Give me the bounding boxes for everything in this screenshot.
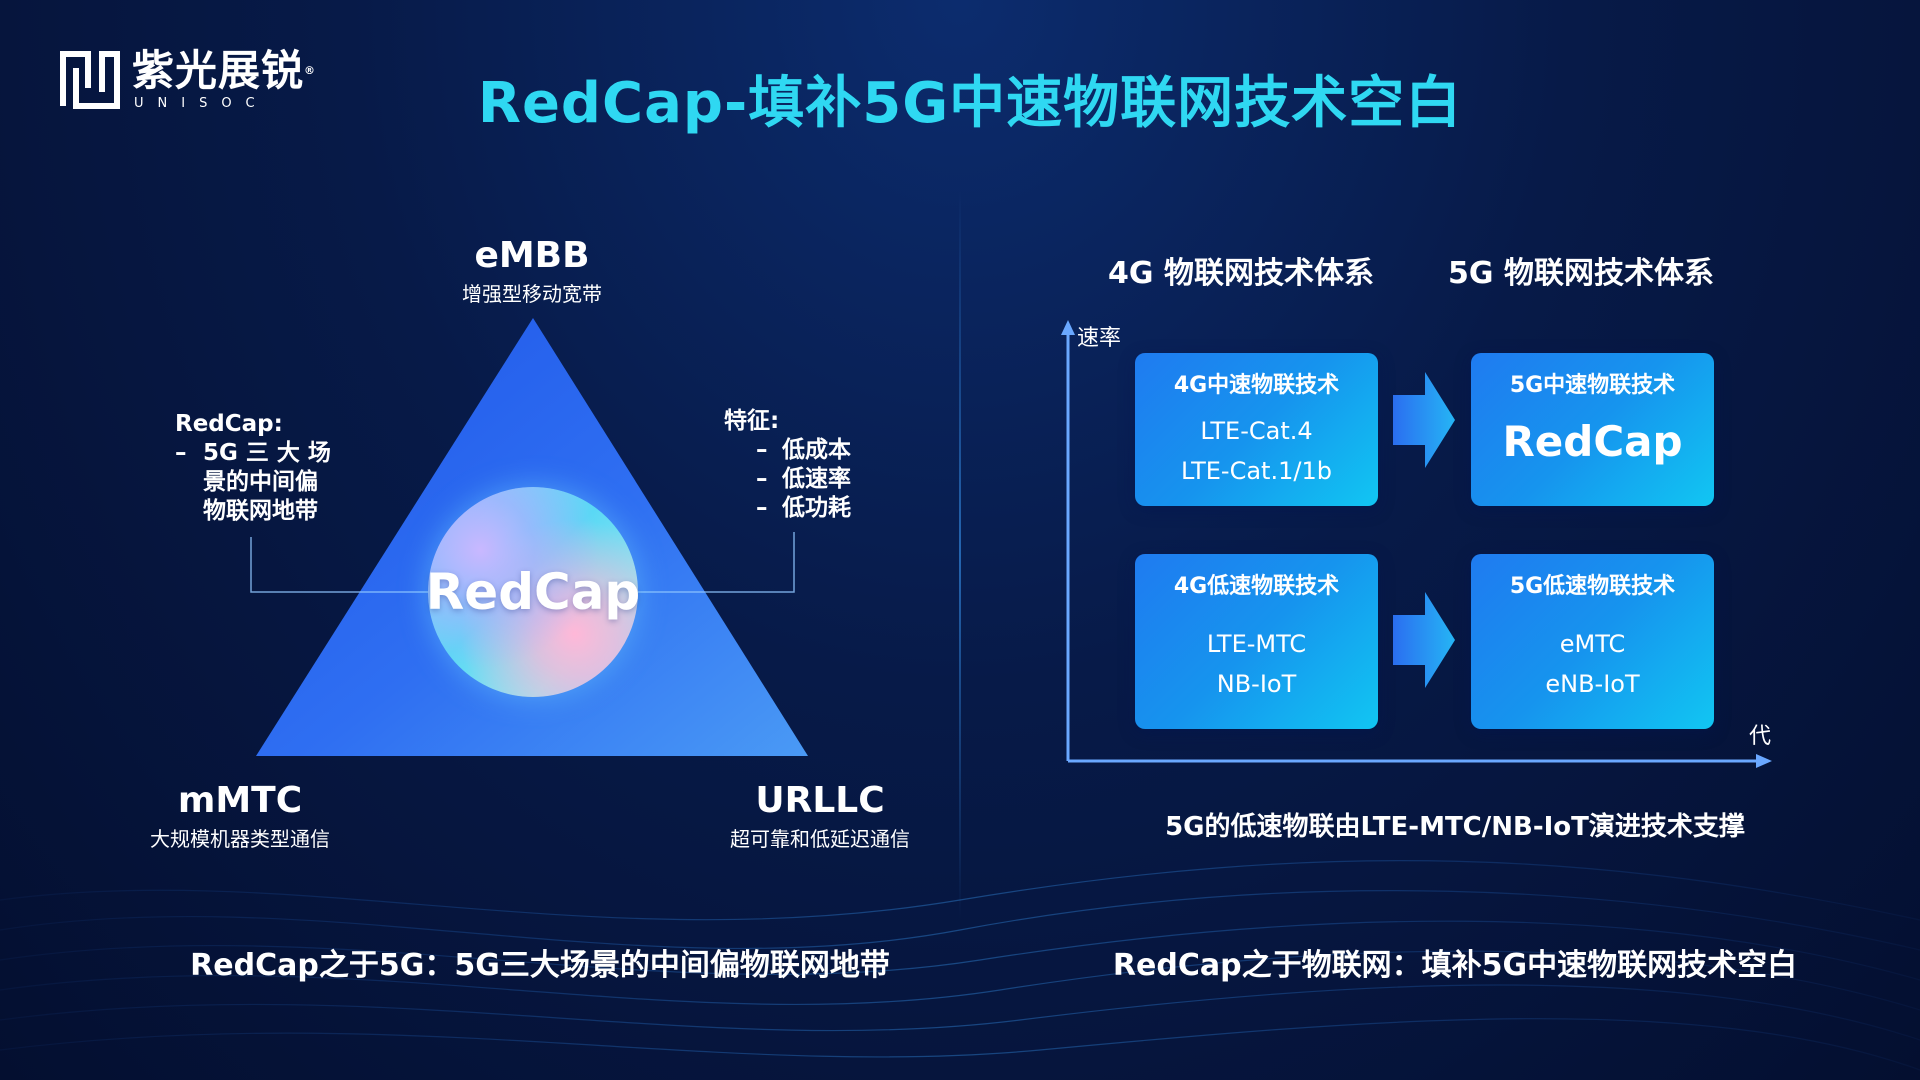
- box-5g-mid-speed: 5G中速物联技术 RedCap: [1471, 353, 1714, 506]
- redcap-note-line: 物联网地带: [203, 498, 318, 524]
- box-line: eMTC: [1559, 630, 1626, 658]
- mmtc-title: mMTC: [177, 780, 303, 821]
- box-line: NB-IoT: [1216, 670, 1297, 698]
- support-note: 5G的低速物联由LTE-MTC/NB-IoT演进技术支撑: [1165, 812, 1745, 842]
- redcap-circle-label: RedCap: [425, 563, 641, 621]
- system-4g-label: 4G 物联网技术体系: [1108, 256, 1374, 291]
- company-logo: 紫光展锐® UNISOC: [58, 48, 316, 112]
- redcap-note-heading: RedCap:: [175, 411, 283, 437]
- box-title: 4G低速物联技术: [1173, 574, 1340, 599]
- system-5g-label: 5G 物联网技术体系: [1448, 256, 1714, 291]
- feature-note-connector: [636, 532, 795, 593]
- mmtc-subtitle: 大规模机器类型通信: [150, 827, 330, 851]
- feature-item: – 低成本: [756, 437, 851, 463]
- box-title: 5G中速物联技术: [1509, 373, 1676, 398]
- logo-chinese-name: 紫光展锐: [132, 46, 305, 95]
- box-line: LTE-Cat.4: [1200, 417, 1313, 445]
- box-title: 5G低速物联技术: [1509, 574, 1676, 599]
- y-axis-arrowhead-icon: [1061, 320, 1075, 335]
- feature-note: 特征: – 低成本 – 低速率 – 低功耗: [724, 407, 851, 523]
- vertex-mmtc: mMTC 大规模机器类型通信: [120, 780, 360, 852]
- registered-mark: ®: [304, 64, 317, 77]
- feature-note-heading: 特征:: [724, 408, 780, 434]
- redcap-circle: RedCap: [425, 487, 641, 697]
- axis-y-label: 速率: [1077, 326, 1122, 351]
- redcap-note-line: – 5G 三 大 场: [175, 440, 331, 466]
- center-divider: [959, 190, 961, 920]
- box-title: 4G中速物联技术: [1173, 373, 1340, 398]
- evolution-arrow-mid-icon: [1393, 372, 1455, 468]
- dash-bullet: –: [756, 437, 768, 463]
- axis-x-label: 代: [1749, 724, 1772, 749]
- feature-item: – 低速率: [756, 466, 851, 492]
- vertex-embb: eMBB 增强型移动宽带: [432, 235, 632, 307]
- redcap-note: RedCap: – 5G 三 大 场 景的中间偏 物联网地带: [175, 410, 333, 526]
- feature-item: – 低功耗: [756, 495, 851, 521]
- dash-bullet: –: [756, 495, 768, 521]
- box-line: LTE-MTC: [1206, 630, 1307, 658]
- caption-left: RedCap之于5G：5G三大场景的中间偏物联网地带: [190, 948, 890, 983]
- box-redcap-label: RedCap: [1502, 417, 1683, 466]
- unisoc-logo-icon: [60, 51, 120, 109]
- caption-right: RedCap之于物联网：填补5G中速物联网技术空白: [1112, 948, 1798, 983]
- x-axis-arrowhead-icon: [1756, 754, 1772, 768]
- page-title: RedCap-填补5G中速物联网技术空白: [477, 71, 1463, 136]
- dash-bullet: –: [175, 440, 187, 466]
- dash-bullet: –: [756, 466, 768, 492]
- urllc-subtitle: 超可靠和低延迟通信: [730, 827, 910, 851]
- urllc-title: URLLC: [755, 780, 885, 821]
- redcap-note-connector: [250, 537, 430, 593]
- box-5g-low-speed: 5G低速物联技术 eMTC eNB-IoT: [1471, 554, 1714, 729]
- box-4g-mid-speed: 4G中速物联技术 LTE-Cat.4 LTE-Cat.1/1b: [1135, 353, 1378, 506]
- vertex-urllc: URLLC 超可靠和低延迟通信: [700, 780, 940, 852]
- evolution-arrow-low-icon: [1393, 592, 1455, 688]
- box-line: LTE-Cat.1/1b: [1181, 457, 1332, 485]
- embb-subtitle: 增强型移动宽带: [462, 282, 602, 306]
- logo-english-name: UNISOC: [134, 96, 269, 111]
- redcap-note-line: 景的中间偏: [203, 469, 318, 495]
- box-line: eNB-IoT: [1545, 670, 1640, 698]
- embb-title: eMBB: [474, 235, 590, 276]
- box-4g-low-speed: 4G低速物联技术 LTE-MTC NB-IoT: [1135, 554, 1378, 729]
